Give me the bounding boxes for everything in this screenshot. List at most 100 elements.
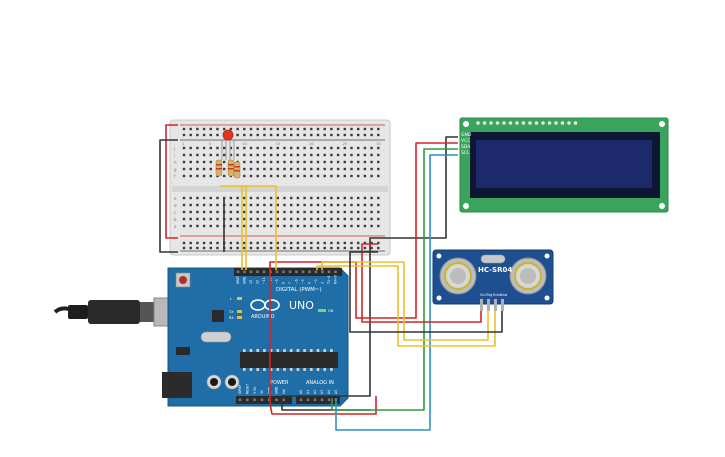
breadboard-hole[interactable] <box>316 203 320 207</box>
breadboard-hole[interactable] <box>196 160 199 164</box>
breadboard-hole[interactable] <box>290 174 293 178</box>
power-pin[interactable] <box>260 398 264 402</box>
breadboard-hole[interactable] <box>182 224 186 228</box>
breadboard-hole[interactable] <box>182 203 186 207</box>
breadboard-hole[interactable] <box>276 241 279 245</box>
breadboard-hole[interactable] <box>343 160 346 164</box>
breadboard-hole[interactable] <box>310 217 313 221</box>
breadboard-hole[interactable] <box>189 210 192 214</box>
breadboard-hole[interactable] <box>202 224 206 228</box>
breadboard-hole[interactable] <box>343 224 346 228</box>
breadboard-hole[interactable] <box>202 127 206 131</box>
breadboard-hole[interactable] <box>350 224 353 228</box>
breadboard-hole[interactable] <box>343 246 346 250</box>
breadboard-hole[interactable] <box>249 146 253 150</box>
breadboard-hole[interactable] <box>330 203 333 207</box>
breadboard-hole[interactable] <box>236 153 239 157</box>
breadboard-hole[interactable] <box>276 146 279 150</box>
breadboard-hole[interactable] <box>276 127 279 131</box>
breadboard-hole[interactable] <box>330 210 333 214</box>
breadboard-hole[interactable] <box>236 217 239 221</box>
breadboard-hole[interactable] <box>290 246 293 250</box>
breadboard-hole[interactable] <box>363 224 367 228</box>
breadboard-hole[interactable] <box>357 246 360 250</box>
breadboard-hole[interactable] <box>316 160 320 164</box>
breadboard-hole[interactable] <box>316 210 320 214</box>
breadboard-hole[interactable] <box>316 241 320 245</box>
breadboard-hole[interactable] <box>323 153 326 157</box>
breadboard-hole[interactable] <box>336 146 340 150</box>
breadboard-hole[interactable] <box>350 246 353 250</box>
breadboard-hole[interactable] <box>377 210 380 214</box>
digital-pin[interactable] <box>308 270 311 274</box>
breadboard-hole[interactable] <box>209 196 212 200</box>
sensor-pin-vcc[interactable] <box>480 299 483 311</box>
breadboard-hole[interactable] <box>296 196 300 200</box>
breadboard-hole[interactable] <box>249 133 253 137</box>
breadboard-hole[interactable] <box>236 127 239 131</box>
breadboard-hole[interactable] <box>216 146 219 150</box>
breadboard-hole[interactable] <box>243 127 246 131</box>
breadboard-hole[interactable] <box>323 127 326 131</box>
breadboard-hole[interactable] <box>189 246 192 250</box>
breadboard-hole[interactable] <box>323 196 326 200</box>
breadboard-hole[interactable] <box>276 196 279 200</box>
breadboard-hole[interactable] <box>357 167 360 171</box>
breadboard-hole[interactable] <box>209 241 212 245</box>
breadboard-hole[interactable] <box>236 224 239 228</box>
breadboard-hole[interactable] <box>303 167 306 171</box>
breadboard-hole[interactable] <box>363 246 367 250</box>
breadboard-hole[interactable] <box>363 210 367 214</box>
digital-pin[interactable] <box>321 270 324 274</box>
breadboard-hole[interactable] <box>303 203 306 207</box>
breadboard-hole[interactable] <box>310 196 313 200</box>
breadboard-hole[interactable] <box>182 196 186 200</box>
breadboard-hole[interactable] <box>209 210 212 214</box>
breadboard-hole[interactable] <box>256 160 259 164</box>
breadboard-hole[interactable] <box>283 127 286 131</box>
breadboard-hole[interactable] <box>303 174 306 178</box>
breadboard-hole[interactable] <box>336 246 340 250</box>
wire-lcd-scl[interactable] <box>335 154 458 431</box>
breadboard-hole[interactable] <box>276 133 279 137</box>
breadboard-hole[interactable] <box>209 127 212 131</box>
wire-sensor-echo[interactable] <box>316 265 496 347</box>
breadboard-hole[interactable] <box>296 210 300 214</box>
breadboard-hole[interactable] <box>263 174 266 178</box>
breadboard-hole[interactable] <box>196 196 199 200</box>
breadboard-hole[interactable] <box>269 146 273 150</box>
breadboard-hole[interactable] <box>363 217 367 221</box>
breadboard-hole[interactable] <box>336 153 340 157</box>
breadboard-hole[interactable] <box>310 146 313 150</box>
breadboard-hole[interactable] <box>229 146 233 150</box>
breadboard-hole[interactable] <box>283 246 286 250</box>
breadboard-hole[interactable] <box>370 146 373 150</box>
breadboard-hole[interactable] <box>350 217 353 221</box>
wire-sensor-gnd[interactable] <box>349 251 503 333</box>
breadboard-hole[interactable] <box>249 224 253 228</box>
breadboard-hole[interactable] <box>229 241 233 245</box>
breadboard-hole[interactable] <box>330 167 333 171</box>
breadboard-hole[interactable] <box>290 153 293 157</box>
breadboard-hole[interactable] <box>323 160 326 164</box>
breadboard-hole[interactable] <box>283 196 286 200</box>
wire-lcd-gnd[interactable] <box>281 136 458 411</box>
breadboard-hole[interactable] <box>283 146 286 150</box>
breadboard-hole[interactable] <box>202 203 206 207</box>
breadboard-hole[interactable] <box>276 167 279 171</box>
breadboard-hole[interactable] <box>357 203 360 207</box>
breadboard-hole[interactable] <box>182 246 186 250</box>
breadboard-hole[interactable] <box>316 127 320 131</box>
breadboard-hole[interactable] <box>276 246 279 250</box>
breadboard-hole[interactable] <box>330 160 333 164</box>
wire-rail-ground-jumper[interactable] <box>159 139 178 253</box>
breadboard-hole[interactable] <box>256 203 259 207</box>
breadboard-hole[interactable] <box>290 146 293 150</box>
digital-pin[interactable] <box>295 270 298 274</box>
breadboard-hole[interactable] <box>350 196 353 200</box>
digital-pin[interactable] <box>327 270 331 274</box>
breadboard-hole[interactable] <box>336 210 340 214</box>
analog-pin[interactable] <box>299 398 303 402</box>
breadboard-hole[interactable] <box>296 127 300 131</box>
